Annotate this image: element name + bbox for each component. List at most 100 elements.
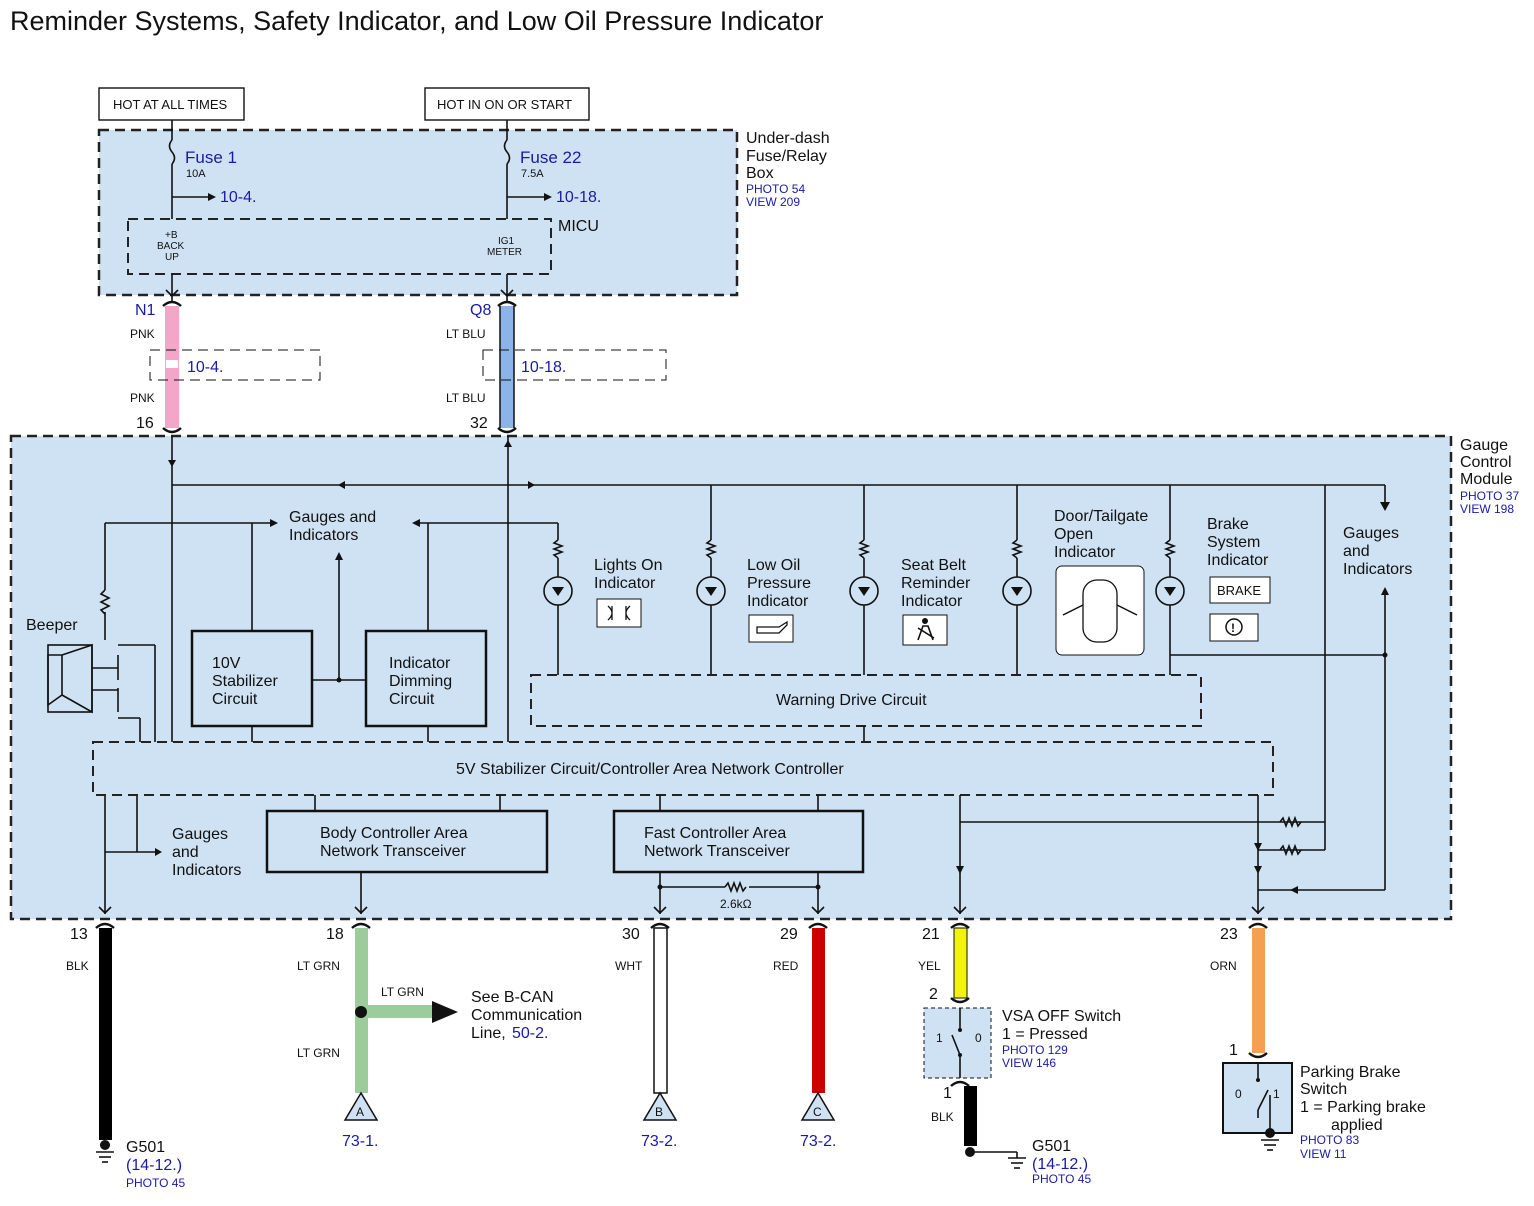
pin-18-color-a: LT GRN bbox=[297, 959, 340, 973]
term-c: C bbox=[813, 1105, 822, 1119]
gcm-name-3: Module bbox=[1460, 471, 1513, 488]
vsa-switch bbox=[923, 1007, 992, 1079]
wire-lt-blu bbox=[500, 306, 514, 428]
bcan-2: Communication bbox=[471, 1007, 582, 1024]
ground-icon bbox=[1261, 1139, 1279, 1151]
pb-pin: 1 bbox=[1229, 1042, 1238, 1059]
upper-left-connector: N1 bbox=[135, 302, 156, 319]
pb-pos-0: 0 bbox=[1235, 1087, 1242, 1101]
stab10-3: Circuit bbox=[212, 691, 258, 708]
pb-3: 1 = Parking brake bbox=[1300, 1099, 1426, 1116]
pin-23: 23 bbox=[1220, 926, 1238, 943]
upper-right-color-2: LT BLU bbox=[446, 391, 486, 405]
door-1: Door/Tailgate bbox=[1054, 508, 1148, 525]
oil-indicator bbox=[696, 485, 794, 675]
upper-right-ref[interactable]: 10-18. bbox=[521, 359, 566, 376]
fuse-1-ref[interactable]: 10-4. bbox=[220, 189, 256, 206]
vsa-view: VIEW 146 bbox=[1002, 1056, 1056, 1070]
gauges-right-2: and bbox=[1343, 543, 1370, 560]
door-3: Indicator bbox=[1054, 544, 1116, 561]
bcan-3: Line, bbox=[471, 1025, 506, 1042]
vsa-pin-top: 2 bbox=[929, 986, 938, 1003]
svg-text:!: ! bbox=[1231, 621, 1235, 635]
gauges-left-1: Gauges bbox=[172, 826, 228, 843]
term-a: A bbox=[356, 1105, 364, 1119]
term-a-ref[interactable]: 73-1. bbox=[342, 1133, 378, 1150]
fuse-1-rating: 10A bbox=[186, 168, 206, 180]
page-title: Reminder Systems, Safety Indicator, and … bbox=[10, 6, 823, 36]
arrow-icon bbox=[544, 193, 552, 201]
hot-always-box bbox=[98, 87, 245, 121]
g501-left-ref[interactable]: (14-12.) bbox=[126, 1157, 182, 1174]
seat-1: Seat Belt bbox=[901, 557, 966, 574]
terminal-c-icon bbox=[800, 1091, 836, 1121]
vsa-pos-1: 1 bbox=[936, 1031, 943, 1045]
pin-30-color: WHT bbox=[615, 959, 643, 973]
gauges-right-3: Indicators bbox=[1343, 561, 1412, 578]
lights-on-2: Indicator bbox=[594, 575, 656, 592]
pin-21: 21 bbox=[922, 926, 940, 943]
beeper-label: Beeper bbox=[26, 617, 78, 634]
micu-box bbox=[127, 218, 552, 275]
micu-right-2: METER bbox=[487, 247, 522, 258]
fast-can-2: Network Transceiver bbox=[644, 843, 790, 860]
bcan-1: See B-CAN bbox=[471, 989, 554, 1006]
seat-2: Reminder bbox=[901, 575, 971, 592]
fuse-1-label: Fuse 1 bbox=[185, 148, 237, 167]
oil-can-icon bbox=[748, 614, 794, 643]
fuse-box-view: VIEW 209 bbox=[746, 195, 800, 209]
upper-right-color-1: LT BLU bbox=[446, 327, 486, 341]
brake-2: System bbox=[1207, 534, 1260, 551]
pin-18-color-c: LT GRN bbox=[297, 1046, 340, 1060]
term-c-ref[interactable]: 73-2. bbox=[800, 1133, 836, 1150]
upper-left-color-1: PNK bbox=[130, 327, 155, 341]
pin-21-color: YEL bbox=[918, 959, 941, 973]
gcm-name-2: Control bbox=[1460, 454, 1512, 471]
ground-icon bbox=[96, 1151, 114, 1163]
vsa-pin-bottom: 1 bbox=[943, 1085, 952, 1102]
arrow-icon bbox=[432, 1001, 458, 1023]
term-b-ref[interactable]: 73-2. bbox=[641, 1133, 677, 1150]
g501-right: G501 bbox=[1032, 1138, 1071, 1155]
resistor-label: 2.6kΩ bbox=[720, 897, 752, 911]
pb-1: Parking Brake bbox=[1300, 1064, 1401, 1081]
gcm-name-1: Gauge bbox=[1460, 437, 1508, 454]
terminal-a-icon bbox=[343, 1091, 379, 1121]
pin-29: 29 bbox=[780, 926, 798, 943]
stab10-2: Stabilizer bbox=[212, 673, 278, 690]
g501-left: G501 bbox=[126, 1139, 165, 1156]
pin-30: 30 bbox=[622, 926, 640, 943]
upper-left-ref[interactable]: 10-4. bbox=[187, 359, 223, 376]
seat-3: Indicator bbox=[901, 593, 963, 610]
fuse-box-name-1: Under-dash bbox=[746, 130, 830, 147]
micu-left-1: +B bbox=[165, 230, 178, 241]
lights-on-indicator bbox=[543, 523, 642, 675]
pin-13: 13 bbox=[70, 926, 88, 943]
seat-belt-indicator bbox=[849, 485, 948, 675]
pb-2: Switch bbox=[1300, 1081, 1347, 1098]
pin-18: 18 bbox=[326, 926, 344, 943]
g501-right-photo: PHOTO 45 bbox=[1032, 1172, 1091, 1186]
bcan-ref[interactable]: 50-2. bbox=[512, 1025, 548, 1042]
gauges-right-1: Gauges bbox=[1343, 525, 1399, 542]
g501-right-ref[interactable]: (14-12.) bbox=[1032, 1156, 1088, 1173]
body-can-1: Body Controller Area bbox=[320, 825, 468, 842]
pb-pos-1: 1 bbox=[1273, 1087, 1280, 1101]
upper-right-pin: 32 bbox=[470, 415, 488, 432]
wire-wht bbox=[653, 927, 668, 1094]
dim-2: Dimming bbox=[389, 673, 452, 690]
brake-warning-icon bbox=[1209, 613, 1259, 642]
ground-icon bbox=[1008, 1152, 1026, 1169]
upper-right-connector: Q8 bbox=[470, 302, 491, 319]
fuse-22-ref[interactable]: 10-18. bbox=[556, 189, 601, 206]
dimming-box bbox=[364, 629, 488, 728]
door-open-icon bbox=[1055, 565, 1145, 656]
pin-23-color: ORN bbox=[1210, 959, 1237, 973]
stab10-1: 10V bbox=[212, 655, 241, 672]
pb-view: VIEW 11 bbox=[1300, 1147, 1347, 1161]
dim-1: Indicator bbox=[389, 655, 451, 672]
oil-2: Pressure bbox=[747, 575, 811, 592]
brake-3: Indicator bbox=[1207, 552, 1269, 569]
wire-blk-ground bbox=[964, 1086, 977, 1146]
